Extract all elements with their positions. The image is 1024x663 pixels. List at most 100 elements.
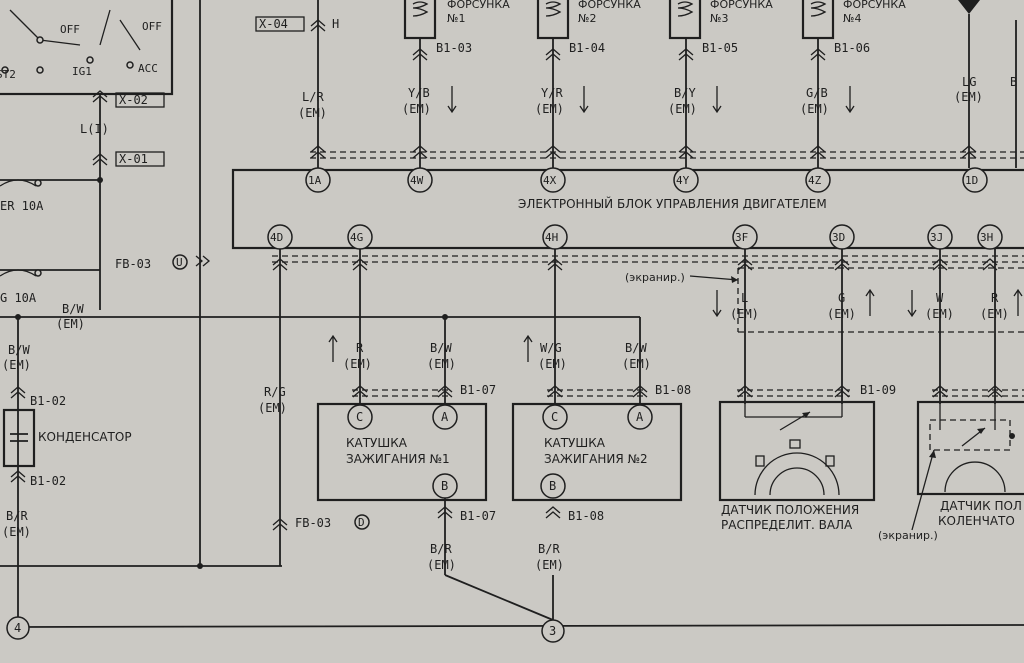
connector-x01: X-01: [119, 152, 148, 166]
shield-label-1: (экранир.): [625, 271, 685, 284]
ecu-pin-3f: 3F: [735, 231, 748, 244]
svg-text:№2: №2: [578, 12, 596, 25]
crank-sensor-label-2: КОЛЕНЧАТО: [938, 514, 1015, 528]
injector-4-harness: (EM): [800, 102, 829, 116]
ecu-pin-4h: 4H: [545, 231, 558, 244]
connector-x04: X-04: [259, 17, 288, 31]
injector-1-harness: (EM): [402, 102, 431, 116]
injector-3-harness: (EM): [668, 102, 697, 116]
injector-1-wire: Y/B: [408, 86, 430, 100]
cam-wire-g: G: [838, 291, 845, 305]
capacitor-label: КОНДЕНСАТОР: [38, 430, 132, 444]
ground-point-4: [6, 616, 30, 640]
connector-b1-09: B1-09: [860, 383, 896, 397]
ground-point-3: [541, 619, 565, 643]
crank-wire-w: W: [936, 291, 944, 305]
svg-text:A: A: [636, 410, 644, 424]
fb03-top-label: FB-03: [115, 257, 151, 271]
connector-b1-03: B1-03: [436, 41, 472, 55]
coil2-harness-a: (EM): [622, 357, 651, 371]
svg-text:№3: №3: [710, 12, 728, 25]
wire-lr-harness: (EM): [298, 106, 327, 120]
svg-text:№1: №1: [447, 12, 465, 25]
coil1-harness-a: (EM): [427, 357, 456, 371]
crank-harness-r: (EM): [980, 307, 1009, 321]
connector-b1-06: B1-06: [834, 41, 870, 55]
ecu-pin-1a: 1A: [308, 174, 322, 187]
ecu-pin-1d: 1D: [965, 174, 978, 187]
crank-wire-r: R: [991, 291, 999, 305]
svg-text:C: C: [356, 410, 363, 424]
fuse-g-10a: G 10A: [0, 291, 37, 305]
coil1-wire-a: B/W: [430, 341, 452, 355]
connector-x02: X-02: [119, 93, 148, 107]
fb03-bottom-label: FB-03: [295, 516, 331, 530]
ecu-block: ЭЛЕКТРОННЫЙ БЛОК УПРАВЛЕНИЯ ДВИГАТЕЛЕМ: [231, 168, 1024, 250]
injector-2-wire: Y/R: [541, 86, 563, 100]
connector-b1-02-top: B1-02: [30, 394, 66, 408]
svg-text:КАТУШКА: КАТУШКА: [544, 436, 606, 450]
switch-off-label-2: OFF: [142, 20, 162, 33]
coil1-wire-c: R: [356, 341, 364, 355]
connector-b1-08-bottom: B1-08: [568, 509, 604, 523]
coil2-harness-b: (EM): [535, 558, 564, 572]
fb03-top-mark: U: [176, 256, 183, 269]
wire-lr-label: L/R: [302, 90, 324, 104]
coil2-wire-c: W/G: [540, 341, 562, 355]
ecu-top-pins: 1A 4W 4X 4Y 4Z 1D: [305, 167, 988, 193]
coil1-harness-c: (EM): [343, 357, 372, 371]
coil2-wire-b: B/R: [538, 542, 560, 556]
left-wire-bw-harness: (EM): [2, 358, 31, 372]
ecu-pin-4y: 4Y: [676, 174, 690, 187]
switch-acc-label: ACC: [138, 62, 158, 75]
left-wire-br-label: B/R: [6, 509, 28, 523]
svg-text:C: C: [551, 410, 558, 424]
ecu-pin-3h: 3H: [980, 231, 993, 244]
wire-lg-label: LG: [962, 75, 976, 89]
svg-text:ЗАЖИГАНИЯ №1: ЗАЖИГАНИЯ №1: [346, 452, 450, 466]
svg-text:B: B: [549, 479, 556, 493]
ecu-title: ЭЛЕКТРОННЫЙ БЛОК УПРАВЛЕНИЯ ДВИГАТЕЛЕМ: [518, 196, 827, 211]
wire-lg-harness: (EM): [954, 90, 983, 104]
crank-harness-w: (EM): [925, 307, 954, 321]
switch-ig1-label: IG1: [72, 65, 92, 78]
ignition-coil-1: C A КАТУШКА ЗАЖИГАНИЯ №1 B: [316, 402, 488, 502]
svg-text:ЗАЖИГАНИЯ №2: ЗАЖИГАНИЯ №2: [544, 452, 648, 466]
injector-3-wire: B/Y: [674, 86, 696, 100]
ignition-switch: OFF OFF ST2 IG1 ACC: [0, 0, 174, 96]
connector-b1-04: B1-04: [569, 41, 605, 55]
switch-st2-label: ST2: [0, 68, 16, 81]
ecu-pin-4w: 4W: [410, 174, 424, 187]
bw-main-harness: (EM): [56, 317, 85, 331]
injector-4: ФОРСУНКА №4: [801, 0, 906, 40]
connector-b1-05: B1-05: [702, 41, 738, 55]
left-wire-bw-label: B/W: [8, 343, 30, 357]
shield-label-2: (экранир.): [878, 529, 938, 542]
wire-rg-label: R/G: [264, 385, 286, 399]
coil2-harness-c: (EM): [538, 357, 567, 371]
cam-wire-l: L: [741, 291, 748, 305]
ground-3-label: 3: [549, 624, 556, 638]
svg-text:A: A: [441, 410, 449, 424]
svg-text:B: B: [441, 479, 448, 493]
ignition-coil-2: C A КАТУШКА ЗАЖИГАНИЯ №2 B: [511, 402, 683, 502]
cam-harness-g: (EM): [827, 307, 856, 321]
svg-text:№4: №4: [843, 12, 861, 25]
ground-4-label: 4: [14, 621, 21, 635]
wire-right-extra: B: [1010, 75, 1017, 89]
injector-4-wire: G/B: [806, 86, 828, 100]
bw-main-wire-label: B/W: [62, 302, 84, 316]
svg-text:ФОРСУНКА: ФОРСУНКА: [843, 0, 906, 11]
svg-text:ФОРСУНКА: ФОРСУНКА: [710, 0, 773, 11]
connector-b1-08-top: B1-08: [655, 383, 691, 397]
injector-2: ФОРСУНКА №2: [536, 0, 641, 40]
svg-text:КАТУШКА: КАТУШКА: [346, 436, 408, 450]
cam-sensor-label-2: РАСПРЕДЕЛИТ. ВАЛА: [721, 518, 853, 532]
svg-text:ФОРСУНКА: ФОРСУНКА: [578, 0, 641, 11]
crank-sensor-label-1: ДАТЧИК ПОЛ: [940, 499, 1022, 513]
switch-off-label-1: OFF: [60, 23, 80, 36]
ecu-pin-3d: 3D: [832, 231, 845, 244]
ecu-pin-4g: 4G: [350, 231, 363, 244]
cam-sensor-label-1: ДАТЧИК ПОЛОЖЕНИЯ: [721, 503, 859, 517]
